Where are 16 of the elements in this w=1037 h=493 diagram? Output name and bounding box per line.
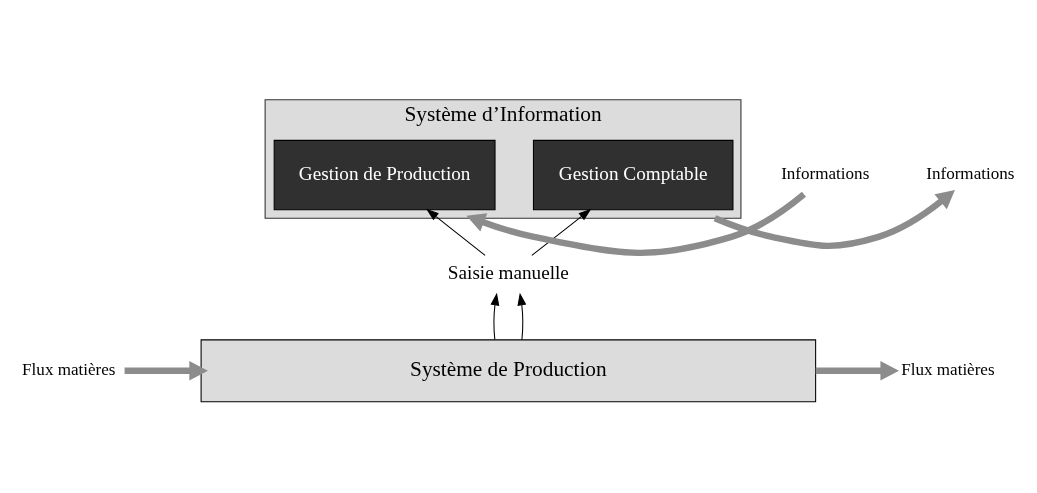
node-text: Saisie manuelle	[447, 262, 569, 284]
arrow	[713, 189, 955, 249]
node-box: Gestion Comptable	[532, 139, 734, 211]
arrow	[124, 361, 208, 381]
arrow	[490, 292, 500, 341]
arrow	[517, 292, 527, 341]
node-text: Flux matières	[22, 359, 116, 379]
arrow	[426, 208, 486, 256]
node-box: Gestion de Production	[273, 139, 496, 211]
node-box: Système de Production	[200, 339, 817, 403]
arrow	[466, 191, 806, 256]
arrow	[815, 361, 900, 381]
node-text: Informations	[781, 164, 870, 184]
arrow	[531, 208, 592, 256]
node-text: Flux matières	[901, 359, 995, 379]
node-text: Informations	[926, 164, 1015, 184]
